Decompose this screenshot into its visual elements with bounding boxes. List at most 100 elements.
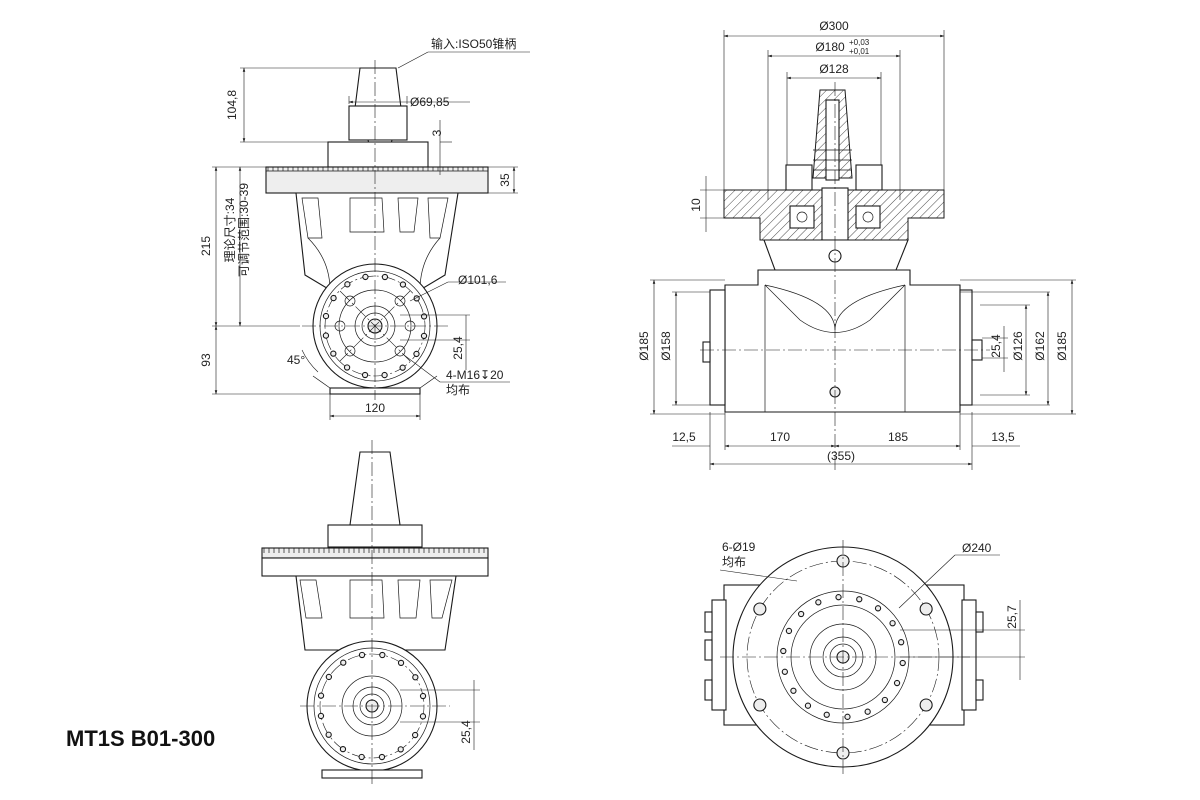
bolt-hole [322,332,330,339]
dim-104-8: 104,8 [225,90,239,120]
bolt-hole [322,312,330,320]
bolt-hole [419,692,427,700]
dim-35: 35 [498,173,512,187]
label-evenly-spaced: 均布 [446,383,470,397]
label-theory-size: 理论尺寸:34 [223,197,237,262]
bolt-hole [397,659,405,667]
dim-dia-240: Ø240 [962,541,992,555]
bolt-ring-2 [317,651,427,761]
label-input-shank: 输入:ISO50锥柄 [431,36,516,51]
bolt-hole [919,698,933,712]
dim-13-5: 13,5 [991,430,1015,444]
dim-dia-101-6: Ø101,6 [458,273,498,287]
dim-170: 170 [770,430,790,444]
bolt-hole [881,696,889,704]
bolt-hole [361,371,369,379]
side-view-bottom: 25,4 [261,440,489,785]
bolt-hole [893,679,901,687]
dim-dia-69-85: Ø69,85 [410,95,450,109]
dim-12-5: 12,5 [672,430,696,444]
bolt-hole [325,673,333,681]
flange-teeth-2 [263,548,485,553]
taper-shank-2 [349,451,401,526]
dim-dia-162: Ø162 [1033,331,1047,361]
bolt-hole [411,731,419,739]
front-section-view: Ø300 Ø180 +0,03 +0,01 Ø128 10 Ø185 Ø158 … [637,19,1076,470]
dim-dia-180: Ø180 [815,40,845,54]
bolt-hole [804,702,812,709]
bolt-hole [899,659,906,667]
bolt-hole [844,713,851,720]
dim-45-deg: 45° [287,353,305,367]
dim-dia-300: Ø300 [819,19,849,33]
bolt-hole [412,674,419,681]
dim-355: (355) [827,449,855,463]
bolt-hole [339,745,347,753]
bolt-hole [325,731,332,738]
dim-25-4: 25,4 [451,336,465,360]
bolt-hole [330,294,337,302]
bolt-hole [780,647,787,655]
bolt-hole [874,605,882,612]
bolt-hole [835,594,842,601]
bolt-hole [317,712,325,720]
bolt-hole [317,692,325,699]
bolt-hole [856,596,863,603]
bolt-hole [815,599,822,606]
bolt-hole [889,620,896,627]
bolt-hole [381,371,388,379]
dim-185-length: 185 [888,430,908,444]
dim-25-4-front: 25,4 [989,334,1003,358]
dim-dia-126: Ø126 [1011,331,1025,361]
label-thread-4-m16: 4-M16↧20 [446,368,504,382]
bolt-hole [420,332,428,340]
flange-teeth [267,167,484,171]
label-adjust-range: 可调节范围:30-39 [237,183,251,277]
bolt-hole [340,659,347,666]
bottom-view: 6-Ø19 均布 Ø240 25,7 [704,540,1025,775]
bolt-hole [362,273,369,281]
label-holes-6-dia-19: 6-Ø19 [722,540,756,554]
bolt-hole [381,273,389,281]
dim-dia-158: Ø158 [659,331,673,361]
tol-lower: +0,01 [849,47,870,56]
bolt-hole [399,281,407,288]
bolt-hole [419,713,427,720]
bolt-hole [397,746,404,753]
tol-upper: +0,03 [849,38,870,47]
body-housing [724,269,961,413]
dim-dia-128: Ø128 [819,62,849,76]
bolt-hole [790,687,797,694]
model-title: MT1S B01-300 [66,726,216,751]
bolt-hole [379,651,386,659]
dim-25-7: 25,7 [1005,605,1019,629]
dim-dia-185-left: Ø185 [637,331,651,361]
dim-25-4-bottom: 25,4 [459,720,473,744]
bolt-hole [420,313,428,320]
bolt-hole [753,602,767,616]
dim-dia-185-right: Ø185 [1055,331,1069,361]
dim-93: 93 [199,353,213,367]
upper-plate [327,141,429,168]
dim-10: 10 [689,198,703,212]
bolt-hole [823,711,830,718]
bolt-hole [413,350,420,358]
housing-body-2 [295,575,457,651]
bolt-hole [919,602,933,616]
dim-120: 120 [365,401,385,415]
side-view-top: 输入:ISO50锥柄 104,8 Ø69,85 3 35 215 理论尺寸:34… [199,36,530,420]
dim-3: 3 [430,129,444,136]
bolt-hole [378,753,386,761]
bolt-hole [897,639,905,646]
bolt-hole [781,668,789,675]
bolt-ring-3 [780,594,906,720]
bolt-hole [330,350,337,357]
label-evenly-spaced-2: 均布 [722,555,746,569]
bolt-hole [797,610,805,618]
bolt-hole [864,708,871,715]
bolt-hole [785,627,793,635]
bolt-hole [753,698,767,712]
bolt-hole [343,364,351,371]
bolt-hole [344,281,351,288]
